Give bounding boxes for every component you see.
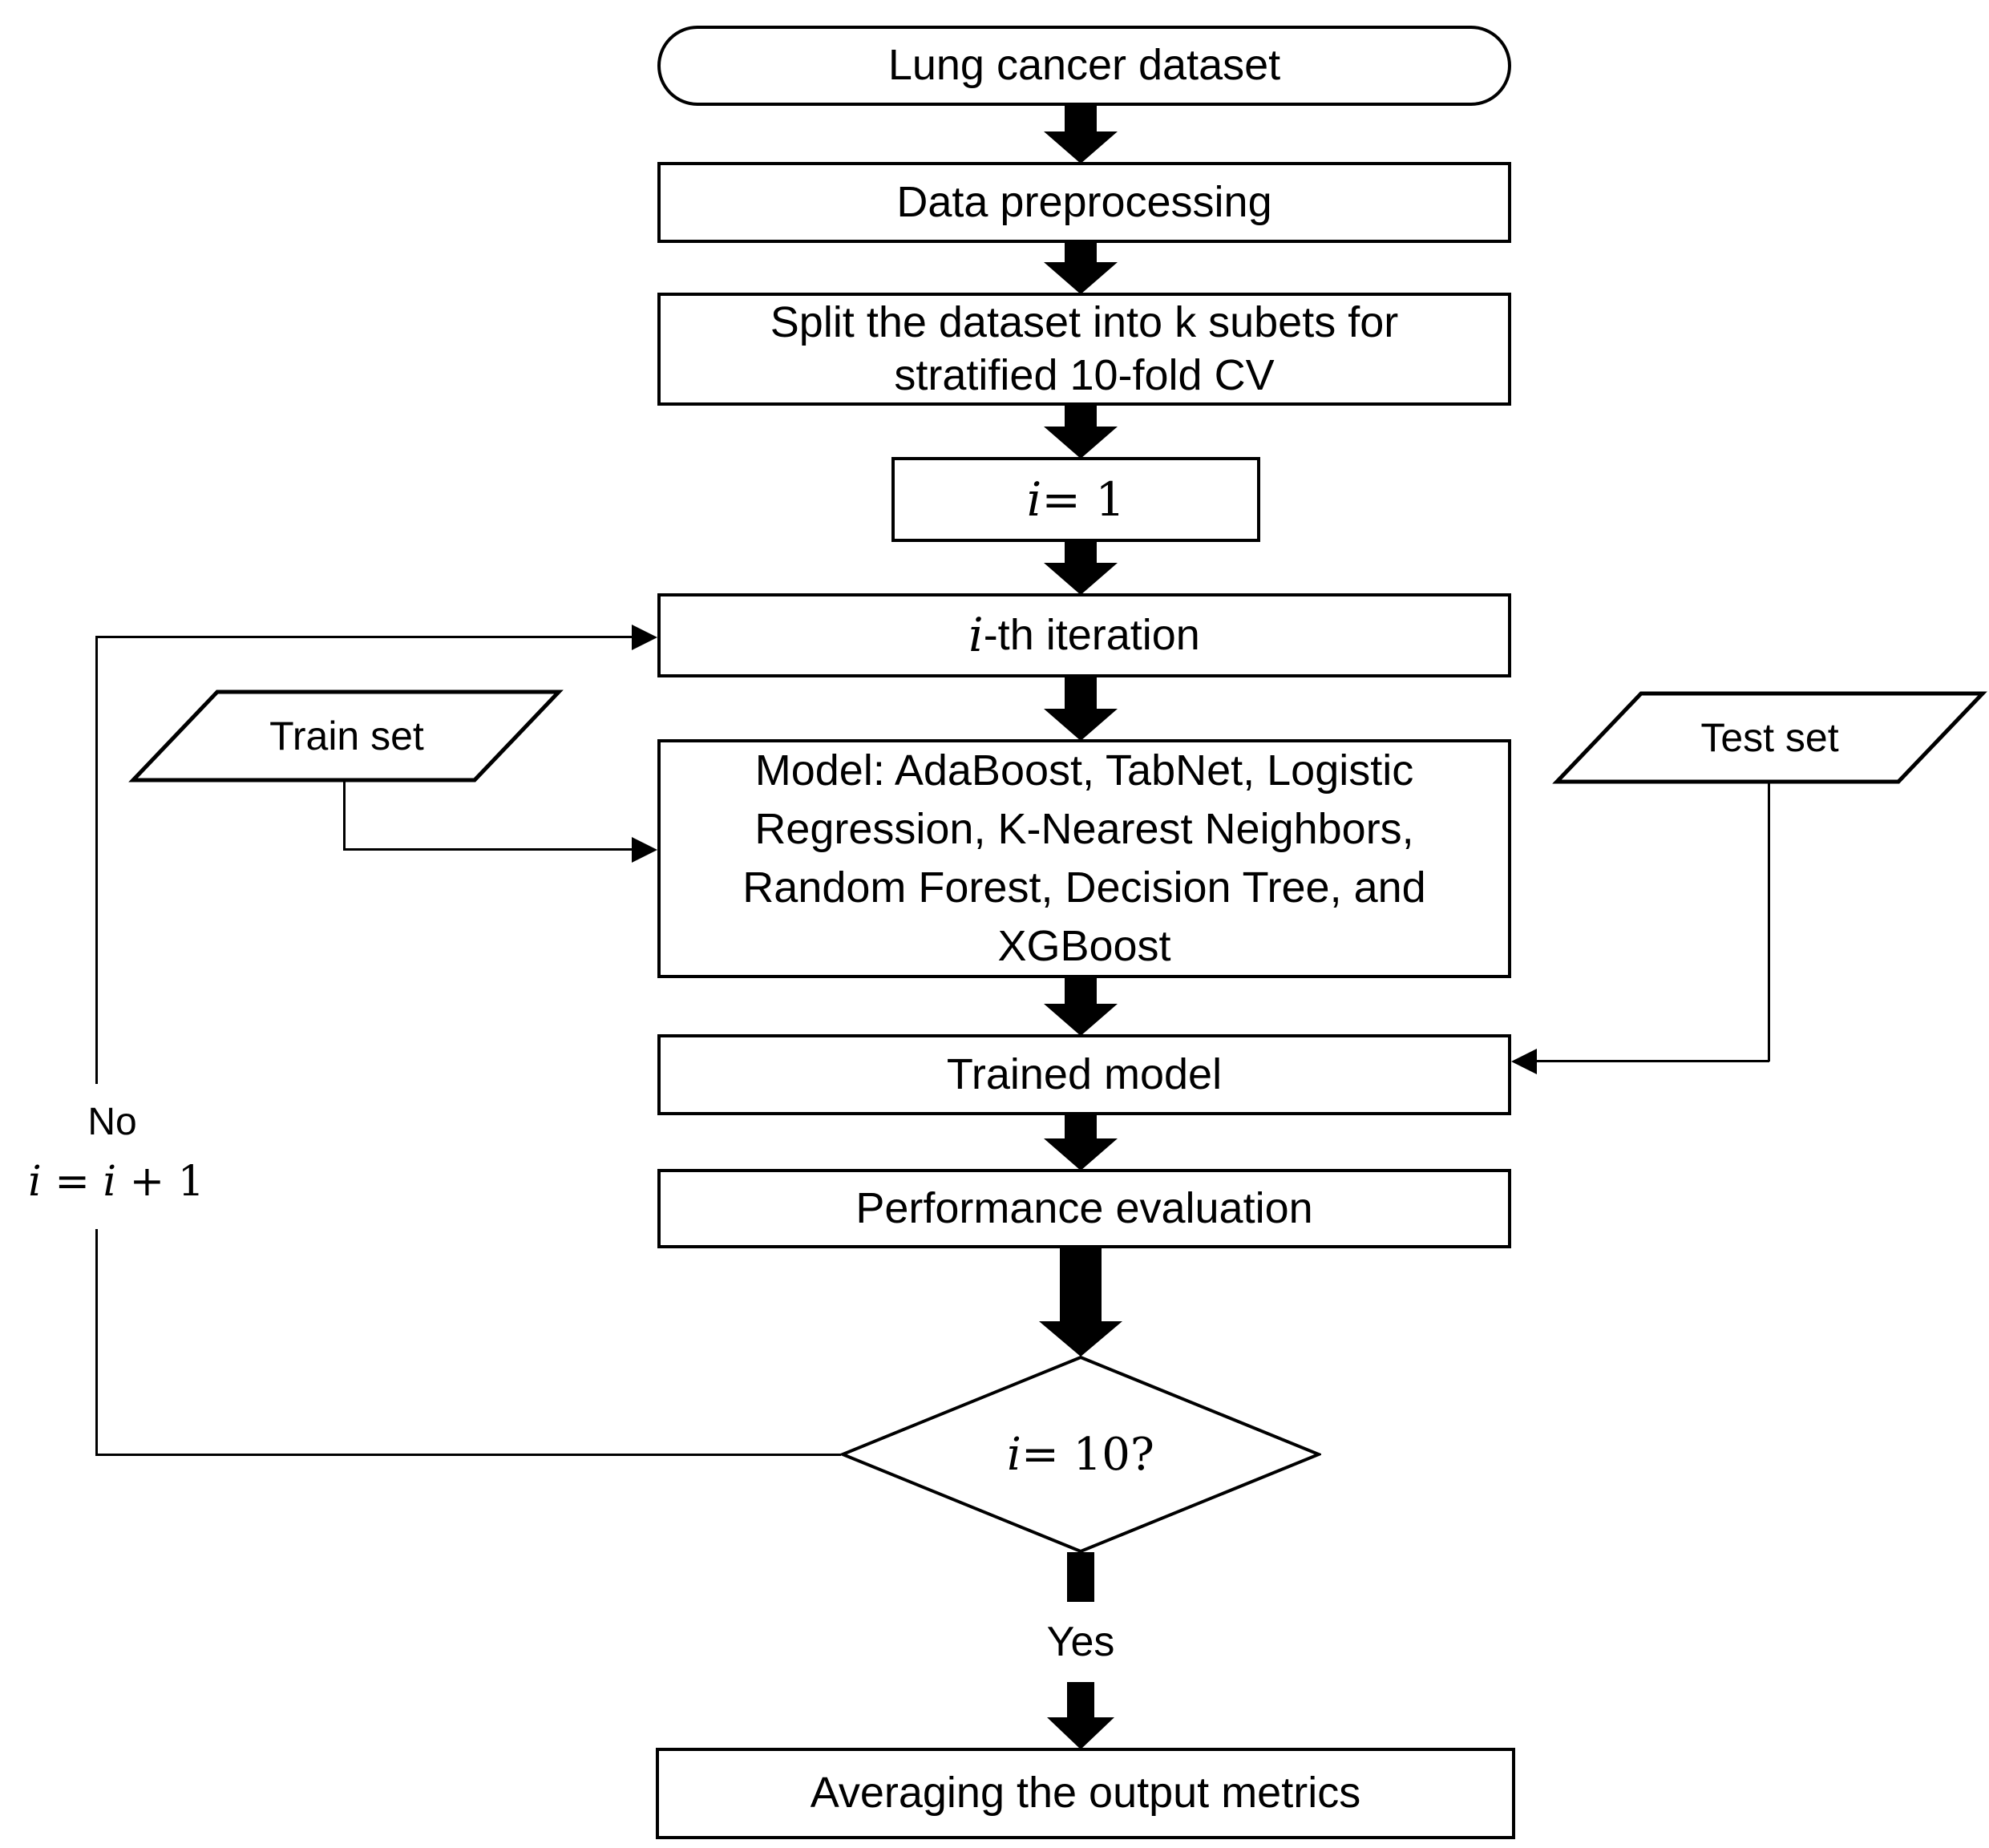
edge-label-increment-i1: i: [28, 1158, 42, 1206]
train-arrowhead-into-model-icon: [632, 837, 657, 863]
edge-label-increment-eq: =: [41, 1158, 103, 1206]
train-connector-vertical: [343, 776, 346, 850]
node-ith-iteration-var: i: [968, 608, 984, 663]
node-decision-diamond: i = 10?: [840, 1355, 1321, 1554]
arrow-preprocessing-to-split-icon: [1044, 241, 1118, 294]
node-performance-evaluation-label: Performance evaluation: [855, 1183, 1313, 1232]
edge-label-increment: i = i + 1: [0, 1158, 232, 1206]
test-connector-horizontal: [1537, 1060, 1769, 1062]
loop-line-vertical-lower: [95, 1229, 98, 1456]
node-decision-rest: = 10?: [1021, 1428, 1154, 1481]
node-trained-model: Trained model: [657, 1034, 1511, 1115]
test-set-shape: [1552, 691, 1987, 784]
node-data-preprocessing: Data preprocessing: [657, 162, 1511, 243]
node-split-dataset-line1: Split the dataset into k subets for: [770, 297, 1399, 346]
node-decision-var: i: [1007, 1428, 1021, 1481]
train-connector-horizontal: [343, 848, 633, 851]
test-set-polygon: [1552, 691, 1987, 784]
train-set-shape: [128, 689, 564, 782]
node-ith-iteration: i-th iteration: [657, 593, 1511, 677]
loop-arrowhead-into-iteration-icon: [632, 625, 657, 650]
train-set-polygon: [128, 689, 564, 782]
node-test-set-label: Test set: [1700, 715, 1839, 760]
node-performance-evaluation: Performance evaluation: [657, 1169, 1511, 1248]
node-init-counter: i = 1: [891, 457, 1260, 542]
node-model-list-line1: Model: AdaBoost, TabNet, Logistic: [754, 746, 1414, 795]
node-model-list-line2: Regression, K-Nearest Neighbors,: [754, 805, 1414, 854]
edge-label-no: No: [32, 1100, 192, 1144]
loop-line-top-horizontal: [96, 636, 633, 638]
decision-diamond-shape: [840, 1355, 1321, 1554]
node-trained-model-label: Trained model: [946, 1049, 1223, 1098]
node-model-list: Model: AdaBoost, TabNet, Logistic Regres…: [657, 739, 1511, 978]
arrow-start-to-preprocessing-icon: [1044, 104, 1118, 164]
node-ith-iteration-rest: -th iteration: [983, 610, 1200, 659]
node-model-list-line4: XGBoost: [997, 921, 1171, 970]
node-lung-cancer-dataset: Lung cancer dataset: [657, 26, 1511, 106]
node-averaging-output: Averaging the output metrics: [656, 1748, 1515, 1839]
node-lung-cancer-dataset-label: Lung cancer dataset: [887, 41, 1281, 90]
node-split-dataset: Split the dataset into k subets for stra…: [657, 293, 1511, 406]
arrow-trained-to-evaluation-icon: [1044, 1114, 1118, 1171]
node-init-counter-rest: = 1: [1041, 471, 1126, 527]
loop-line-vertical-upper: [95, 636, 98, 1084]
test-arrowhead-into-trained-icon: [1511, 1049, 1537, 1074]
node-decision-label: i = 10?: [840, 1355, 1321, 1554]
node-model-list-line3: Random Forest, Decision Tree, and: [742, 863, 1426, 912]
arrow-iteration-to-model-icon: [1044, 676, 1118, 741]
node-train-set: Train set: [128, 689, 565, 782]
node-train-set-label: Train set: [269, 714, 424, 758]
node-data-preprocessing-label: Data preprocessing: [896, 177, 1272, 226]
arrow-model-to-trained-icon: [1044, 977, 1118, 1036]
decision-yes-stem-icon: [1067, 1552, 1094, 1602]
arrow-yes-to-averaging-icon: [1047, 1682, 1114, 1749]
loop-line-bottom-horizontal: [95, 1454, 841, 1456]
arrow-split-to-init-icon: [1044, 404, 1118, 459]
node-init-counter-var: i: [1026, 471, 1042, 527]
edge-label-yes: Yes: [1001, 1618, 1161, 1666]
decision-diamond-polygon: [840, 1355, 1321, 1554]
arrow-evaluation-to-decision-icon: [1039, 1247, 1122, 1357]
node-split-dataset-line2: stratified 10-fold CV: [894, 350, 1275, 399]
node-averaging-output-label: Averaging the output metrics: [810, 1769, 1361, 1818]
arrow-init-to-iteration-icon: [1044, 542, 1118, 595]
test-connector-vertical: [1768, 778, 1770, 1061]
node-test-set: Test set: [1551, 691, 1988, 784]
edge-label-increment-i2: i: [103, 1158, 117, 1206]
edge-label-increment-plus: + 1: [116, 1158, 204, 1206]
